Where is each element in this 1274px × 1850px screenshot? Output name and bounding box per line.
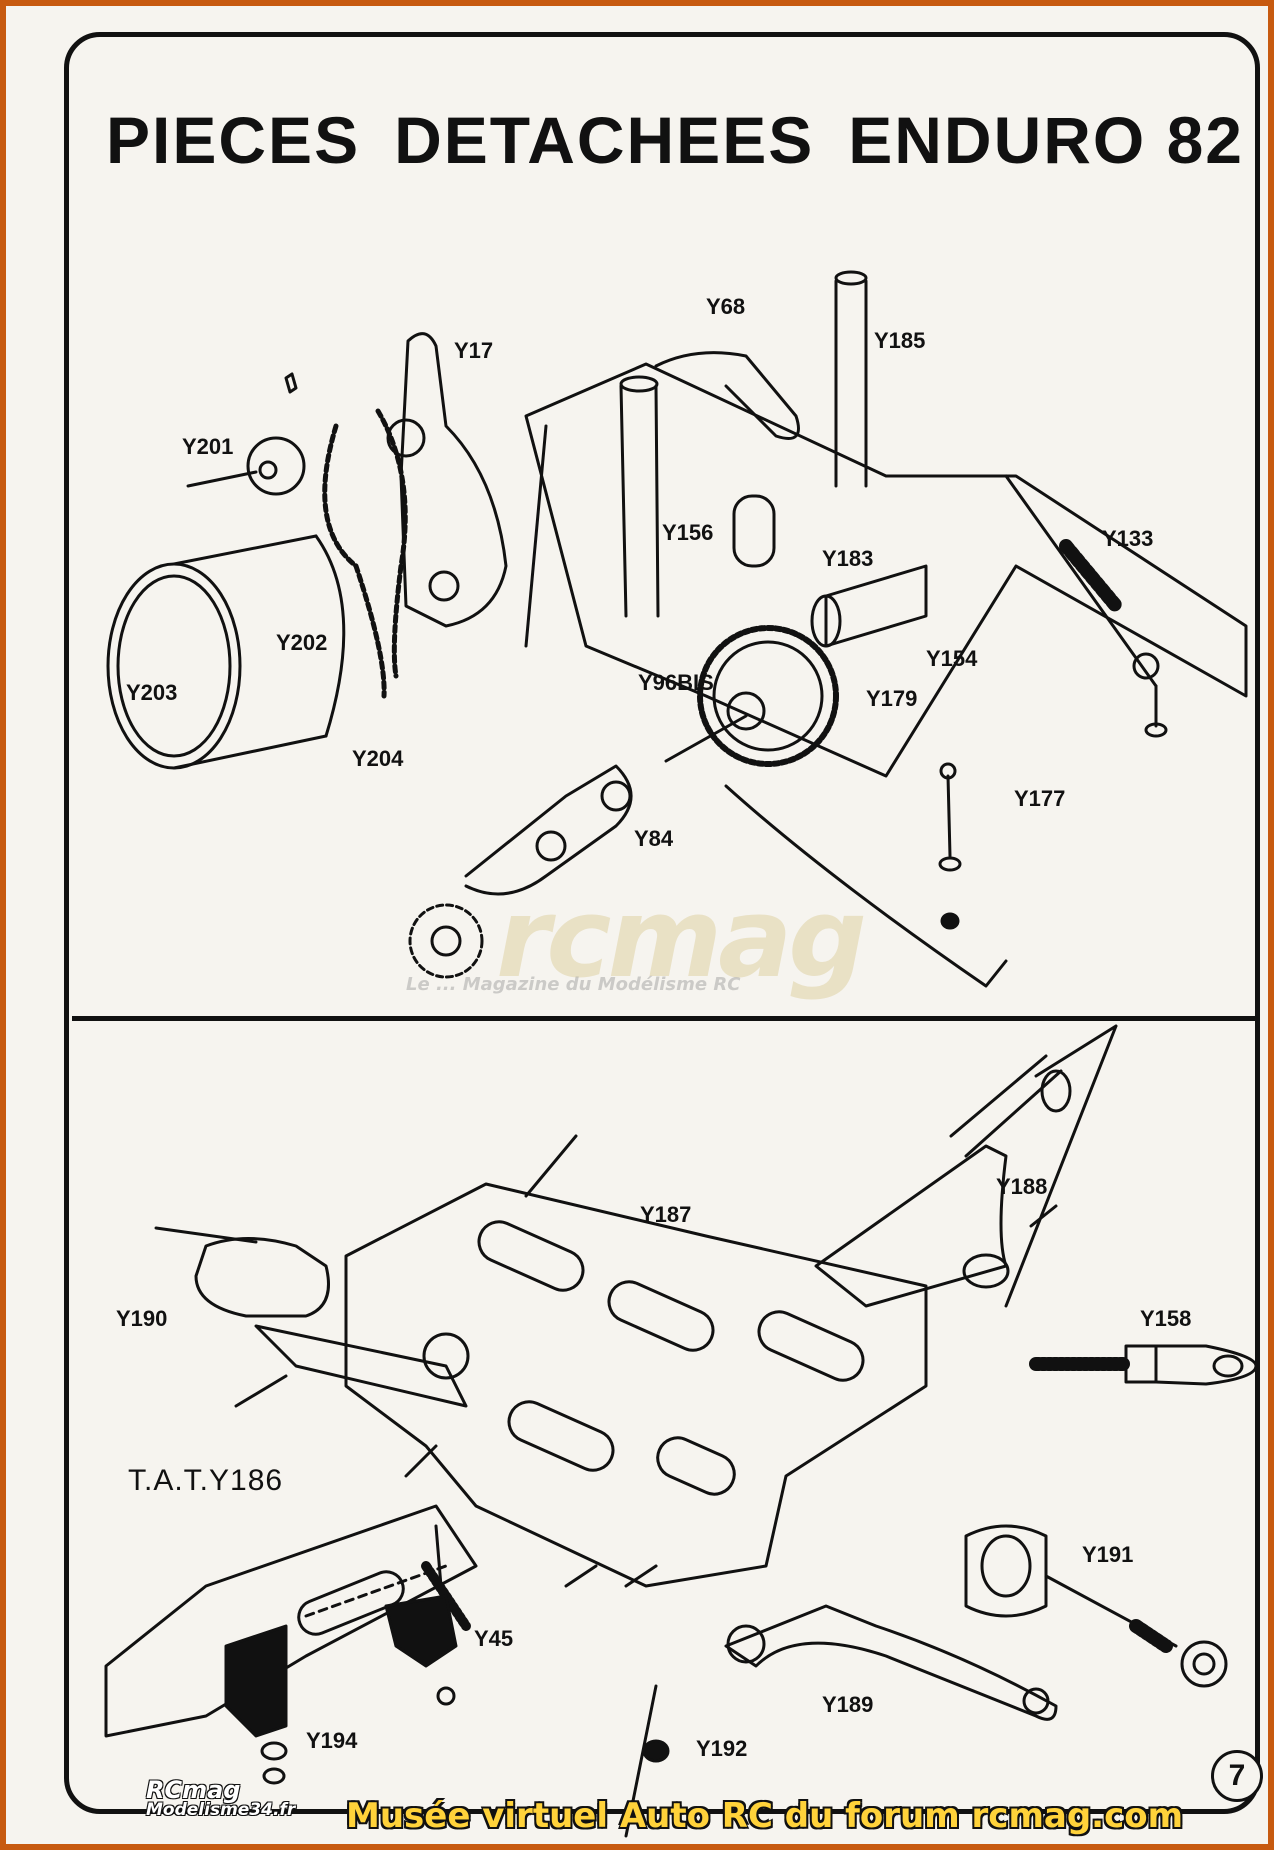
- part-label: Y201: [182, 434, 234, 459]
- arm-y188-drawing: [814, 1024, 1118, 1308]
- part-label: Y188: [996, 1174, 1048, 1199]
- rcmag-watermark-tagline: Le ... Magazine du Modélisme RC: [406, 974, 741, 995]
- posts-drawing: [619, 270, 868, 618]
- arm-y84-drawing: [408, 764, 633, 979]
- part-label: Y194: [306, 1728, 358, 1753]
- title-word: ENDURO 82: [848, 103, 1245, 177]
- logo-line1: RCmag: [146, 1776, 241, 1804]
- part-label: Y183: [822, 546, 874, 571]
- rod-end-y158-drawing: [1029, 1344, 1258, 1386]
- exploded-diagram-drawing: [104, 270, 1258, 1838]
- part-label: Y158: [1140, 1306, 1192, 1331]
- part-label: Y203: [126, 680, 178, 705]
- part-label: Y45: [474, 1626, 514, 1651]
- axle-y190-drawing: [154, 1226, 468, 1408]
- footer-banner: Musée virtuel Auto RC du forum rcmag.com: [346, 1796, 1184, 1836]
- title-word: DETACHEES: [394, 103, 815, 177]
- part-label: Y68: [706, 294, 746, 319]
- part-label: Y185: [874, 328, 926, 353]
- logo-line2: Modelisme34.fr: [146, 1800, 296, 1820]
- part-label: Y192: [696, 1736, 748, 1761]
- page-frame: [64, 32, 1260, 1814]
- section-divider: [72, 1016, 1256, 1021]
- part-label: Y17: [454, 338, 494, 363]
- part-label: Y133: [1102, 526, 1154, 551]
- knuckle-y191-drawing: [964, 1524, 1228, 1688]
- clutch-drum-drawing: [106, 534, 346, 770]
- part-label: Y202: [276, 630, 328, 655]
- page-title: PIECES DETACHEES ENDURO 82: [106, 102, 1242, 178]
- spur-gear-drawing: [664, 625, 839, 767]
- title-word: PIECES: [106, 103, 361, 177]
- part-label: Y154: [926, 646, 978, 671]
- screws-drawing: [234, 1134, 1058, 1763]
- bracket-drawing: [386, 332, 508, 628]
- page: PIECES DETACHEES ENDURO 82 rcmag Le ... Ma…: [6, 6, 1268, 1844]
- spacer-drawing: [732, 494, 928, 648]
- rcmag-watermark: rcmag: [496, 874, 867, 1002]
- part-label: Y190: [116, 1306, 168, 1331]
- shock-y133-drawing: [1004, 474, 1168, 738]
- part-label: Y189: [822, 1692, 874, 1717]
- shock-y45-drawing: [384, 1524, 471, 1706]
- page-number: 7: [1211, 1750, 1263, 1802]
- mount-y194-drawing: [224, 1624, 288, 1785]
- sprocket-drawing: [186, 372, 306, 496]
- chain-drawing: [322, 408, 408, 699]
- part-label: Y177: [1014, 786, 1066, 811]
- pin-y177-drawing: [938, 762, 962, 930]
- part-label: Y191: [1082, 1542, 1134, 1567]
- part-label: Y96BIS: [638, 670, 714, 695]
- part-label: Y187: [640, 1202, 692, 1227]
- part-label: T.A.T.Y186: [128, 1464, 284, 1497]
- chassis-plate-drawing: [524, 362, 1248, 988]
- part-label: Y204: [352, 746, 404, 771]
- rcmag-logo: RCmag Modelisme34.fr: [146, 1776, 295, 1820]
- part-label: Y156: [662, 520, 714, 545]
- part-label: Y179: [866, 686, 918, 711]
- part-label: Y84: [634, 826, 674, 851]
- chassis-y187-drawing: [344, 1182, 928, 1588]
- arm-y189-drawing: [624, 1604, 1058, 1838]
